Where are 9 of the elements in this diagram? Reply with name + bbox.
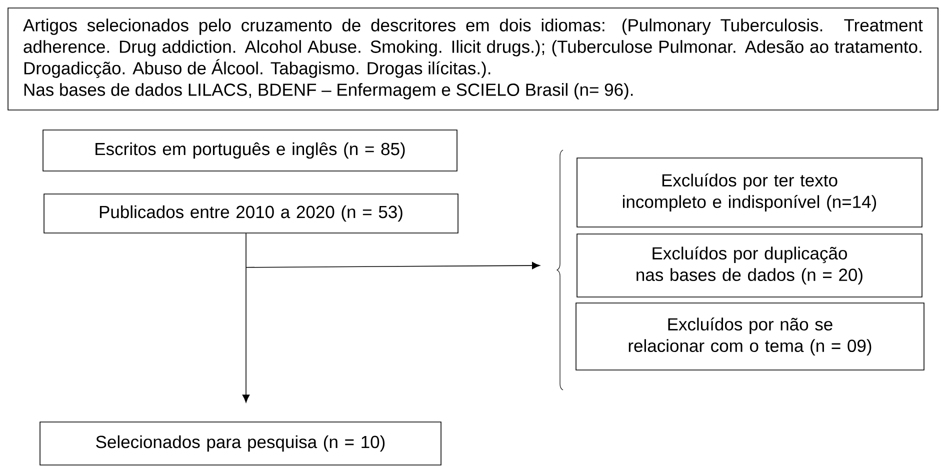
process-box: Escritos em português e inglês (n = 85) [42, 130, 458, 172]
exclusion-box: Excluídos por não se relacionar com o tema (n = 09) [576, 302, 924, 370]
arrow [242, 233, 250, 403]
process-box: Selecionados para pesquisa (n = 10) [40, 422, 442, 466]
arrow [246, 262, 540, 270]
exclusion-box: Excluídos por duplicação nas bases de dados (n = 20) [576, 234, 922, 298]
search-criteria-box: Artigos selecionados pelo cruzamento de descritores em dois idiomas: (Pulmonary Tuberculosis. Treatment adherence. Drug addiction. Alcohol Abuse. Smoking. Ilicit drugs.); (Tuberculose Pulmonar. Adesão ao tratamento. Drogadicção. Abuso de Álcool. Tabagismo. Drogas ilícitas.). Nas bases de dados LILACS, BDENF – Enfermagem e SCIELO Brasil (n= 96). [8, 8, 938, 110]
exclusion-box: Excluídos por ter texto incompleto e indisponível (n=14) [576, 158, 922, 228]
process-box: Publicados entre 2010 a 2020 (n = 53) [44, 194, 458, 234]
